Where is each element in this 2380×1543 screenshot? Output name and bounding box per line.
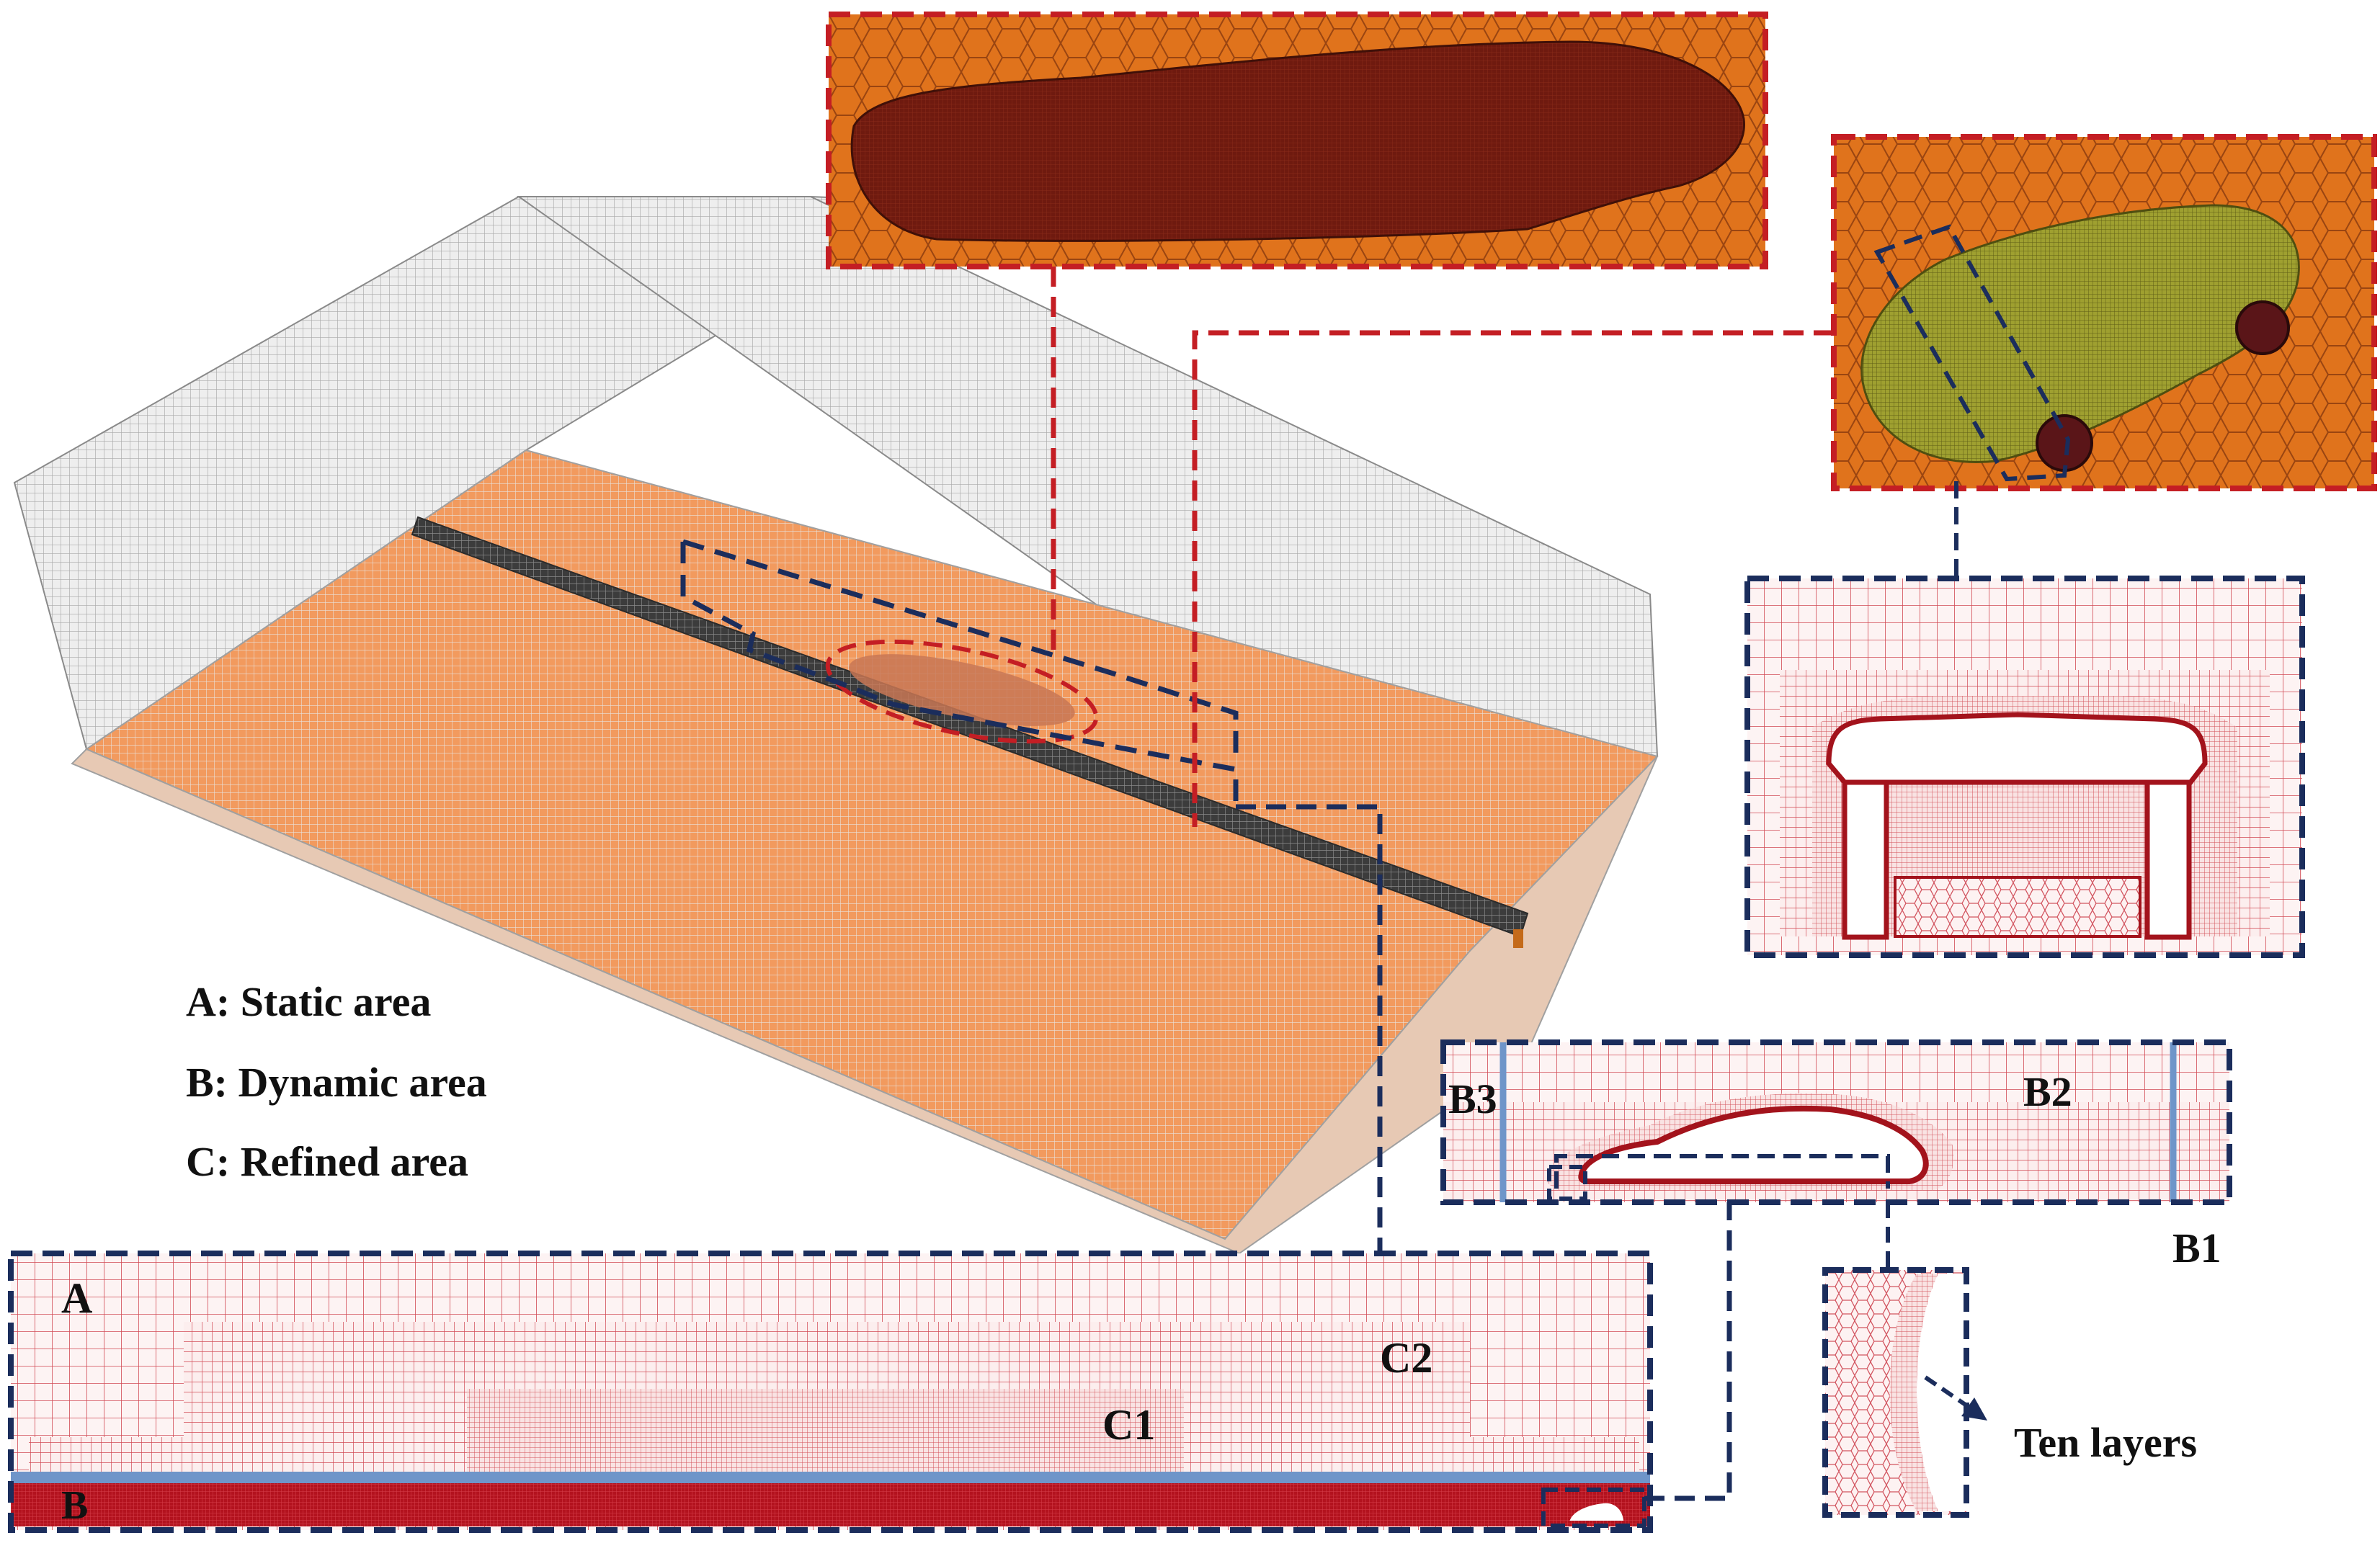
b1-nose-callout xyxy=(1547,1165,1587,1201)
car-front-wheel xyxy=(2036,414,2093,472)
domain-front-slope xyxy=(71,748,1658,1255)
zoom-frame xyxy=(1822,1267,1969,1518)
connector-lines xyxy=(1051,267,1958,1501)
section-frame xyxy=(8,1251,1653,1533)
connector-b1 xyxy=(1644,1202,1732,1501)
connector-car-body xyxy=(1192,330,1834,827)
dynamic-zone-callout-top xyxy=(682,539,1239,755)
inset-boundary-layer xyxy=(1822,1267,1987,1518)
label-b2: B2 xyxy=(2023,1068,2072,1115)
legend: A: Static area B: Dynamic area C: Refine… xyxy=(186,978,487,1185)
b1-car-profile xyxy=(1578,1105,1929,1184)
inset-car-underbody xyxy=(826,12,1768,269)
inset-car-body-frame xyxy=(1831,134,2377,491)
b1-car-callout xyxy=(1554,1154,1890,1189)
cross-section-left-wheel xyxy=(1842,779,1889,940)
label-b: B xyxy=(61,1483,88,1528)
cross-section-ground-refine xyxy=(1894,876,2141,938)
ten-layers-arrowhead xyxy=(1961,1397,1987,1421)
inset-dynamic-region xyxy=(1440,1039,2232,1205)
dynamic-zone-callout-outline xyxy=(680,542,1239,807)
car-rear-wheel xyxy=(2235,300,2290,355)
section-refined-c1 xyxy=(467,1389,1184,1472)
section-car-callout xyxy=(1541,1488,1646,1528)
label-b1: B1 xyxy=(2172,1225,2221,1271)
b1-frame xyxy=(1440,1039,2232,1205)
zoom-wall-surface xyxy=(1917,1274,1966,1511)
inset-car-body xyxy=(1831,134,2377,491)
label-ten-layers: Ten layers xyxy=(2014,1419,2197,1466)
section-interface-band xyxy=(11,1472,1650,1483)
track-end-block xyxy=(1513,929,1523,948)
legend-refined-area: C: Refined area xyxy=(186,1138,468,1185)
label-a: A xyxy=(61,1274,92,1322)
section-dynamic-band xyxy=(11,1483,1650,1526)
connector-longitudinal xyxy=(1236,804,1383,1253)
ten-layers-arrow xyxy=(1924,1375,1972,1410)
inset-cross-section xyxy=(1744,576,2305,958)
label-b3: B3 xyxy=(1448,1075,1497,1122)
cross-section-callout-box xyxy=(1873,224,2071,482)
legend-static-area: A: Static area xyxy=(186,978,431,1025)
cross-section-car-body xyxy=(1826,712,2208,785)
region-labels: A B C1 C2 B1 B2 B3 Ten layers xyxy=(61,1068,2221,1528)
inset-car-underbody-frame xyxy=(826,12,1768,269)
car-zone-callout-ellipse xyxy=(825,639,1099,744)
legend-dynamic-area: B: Dynamic area xyxy=(186,1059,487,1106)
domain-3d-view xyxy=(13,196,1659,1255)
label-c2: C2 xyxy=(1380,1334,1432,1382)
label-c1: C1 xyxy=(1102,1401,1155,1449)
car-footprint xyxy=(849,654,1075,726)
cross-section-right-wheel xyxy=(2144,779,2192,940)
inset-longitudinal-section xyxy=(8,1251,1653,1533)
car-underbody-surface xyxy=(850,40,1745,242)
cross-section-frame xyxy=(1744,576,2305,958)
section-car-profile xyxy=(1569,1503,1624,1521)
